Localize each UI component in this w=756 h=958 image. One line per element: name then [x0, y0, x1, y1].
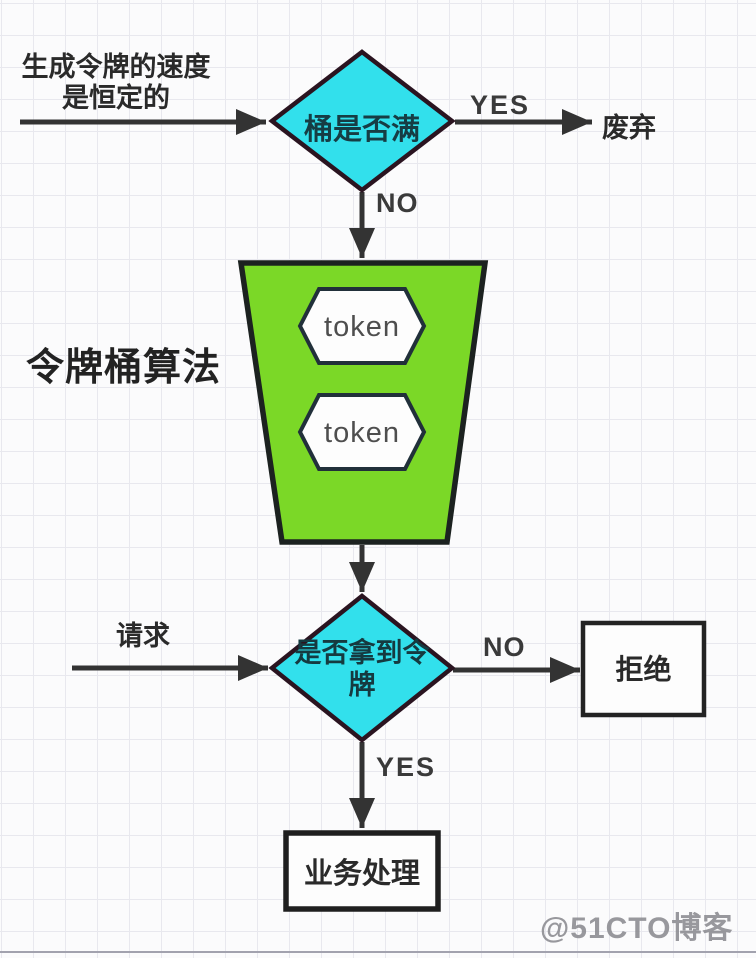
discard-label: 废弃	[602, 113, 656, 143]
token-rate-label-line2: 是恒定的	[62, 83, 170, 113]
token-hexagon-1	[297, 287, 427, 365]
no-label-right: NO	[483, 632, 526, 662]
yes-label-top: YES	[470, 90, 531, 120]
process-box	[283, 830, 441, 912]
token-label-2: token	[324, 417, 400, 449]
bottom-border-line	[0, 951, 756, 953]
no-label-top: NO	[376, 188, 419, 218]
decision-bucket-full-label: 桶是否满	[303, 114, 420, 146]
decision-got-token-label-line1: 是否拿到令	[294, 638, 430, 668]
token-label-1: token	[324, 311, 400, 343]
watermark-51cto: @51CTO博客	[540, 912, 734, 945]
process-label: 业务处理	[303, 858, 420, 890]
reject-label: 拒绝	[615, 654, 672, 685]
decision-bucket-full-diamond	[268, 49, 456, 193]
reject-box	[580, 620, 707, 718]
token-rate-label: 生成令牌的速度 是恒定的	[8, 52, 224, 114]
yes-label-bottom: YES	[376, 752, 437, 782]
token-rate-label-line1: 生成令牌的速度	[21, 52, 211, 82]
algorithm-title: 令牌桶算法	[26, 347, 222, 389]
decision-got-token-label: 是否拿到令 牌	[272, 637, 452, 701]
request-label: 请求	[116, 621, 170, 651]
decision-got-token-label-line2: 牌	[348, 670, 376, 700]
token-hexagon-2	[297, 393, 427, 471]
decision-got-token-diamond	[268, 593, 456, 743]
